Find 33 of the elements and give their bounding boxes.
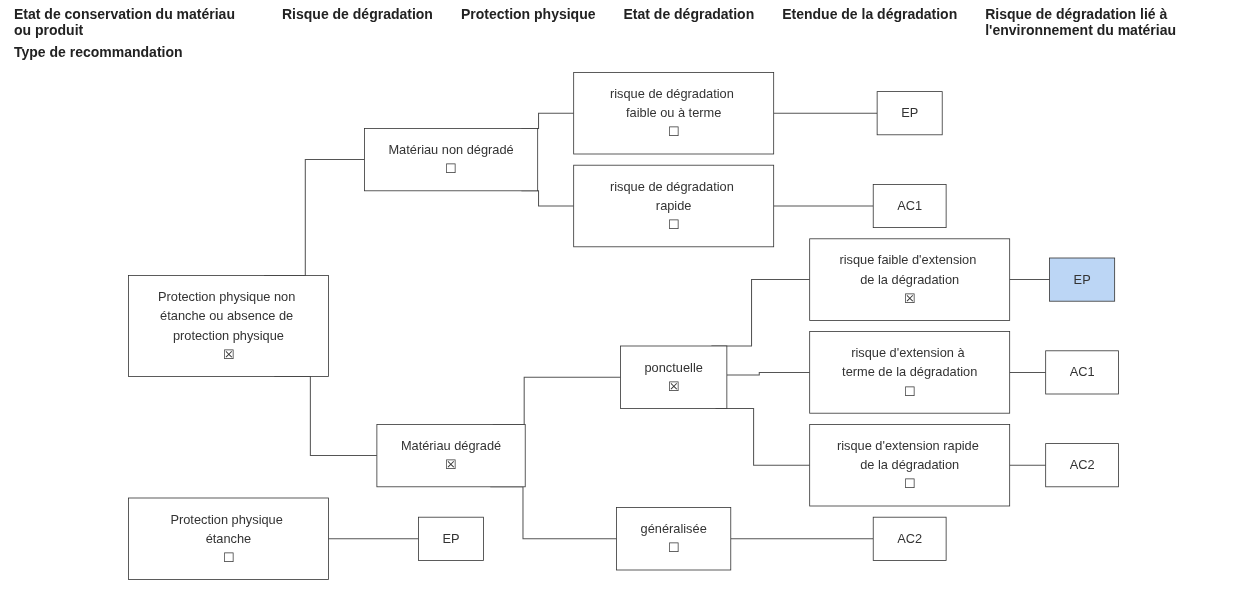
node-box: AC1 <box>1045 350 1119 395</box>
node-box: Protection physique étanche ☐ <box>128 497 329 580</box>
connector <box>773 205 874 207</box>
node-box: risque d'extension à terme de la dégradation ☐ <box>809 331 1011 414</box>
node-box: AC2 <box>872 516 947 561</box>
node-box: Matériau non dégradé ☐ <box>364 128 539 192</box>
node-box: ponctuelle ☒ <box>620 345 728 409</box>
node-box: EP <box>418 516 484 561</box>
connector <box>730 538 874 540</box>
connector <box>1009 371 1047 373</box>
node-box: Protection physique non étanche ou absence de protection physique ☒ <box>128 275 329 377</box>
column-heading: Etendue de la dégradation <box>782 6 958 24</box>
column-heading: Risque de dégradation lié à l'environnement du matériau <box>985 6 1178 38</box>
node-box: risque d'extension rapide de la dégradation ☐ <box>809 424 1011 507</box>
connector <box>1009 464 1047 466</box>
node-box: risque de dégradation faible ou à terme ☐ <box>573 72 775 155</box>
node-box: risque de dégradation rapide ☐ <box>573 164 775 248</box>
node-box: EP <box>876 91 943 136</box>
column-heading: Etat de dégradation <box>623 6 755 24</box>
connector <box>1009 279 1051 281</box>
column-heading: Protection physique <box>460 6 596 24</box>
node-box: AC1 <box>872 184 947 228</box>
column-heading: Etat de conservation du matériau ou produit <box>14 6 236 38</box>
node-box: risque faible d'extension de la dégradation ☒ <box>809 238 1011 321</box>
node-box: Matériau dégradé ☒ <box>376 424 526 488</box>
connector <box>773 112 878 114</box>
node-box: EP <box>1049 257 1116 302</box>
connector <box>726 371 811 376</box>
column-heading: Type de recommandation <box>14 44 183 60</box>
connector <box>327 538 420 540</box>
column-heading: Risque de dégradation <box>282 6 433 24</box>
node-box: généralisée ☐ <box>616 507 732 571</box>
node-box: AC2 <box>1045 443 1119 488</box>
